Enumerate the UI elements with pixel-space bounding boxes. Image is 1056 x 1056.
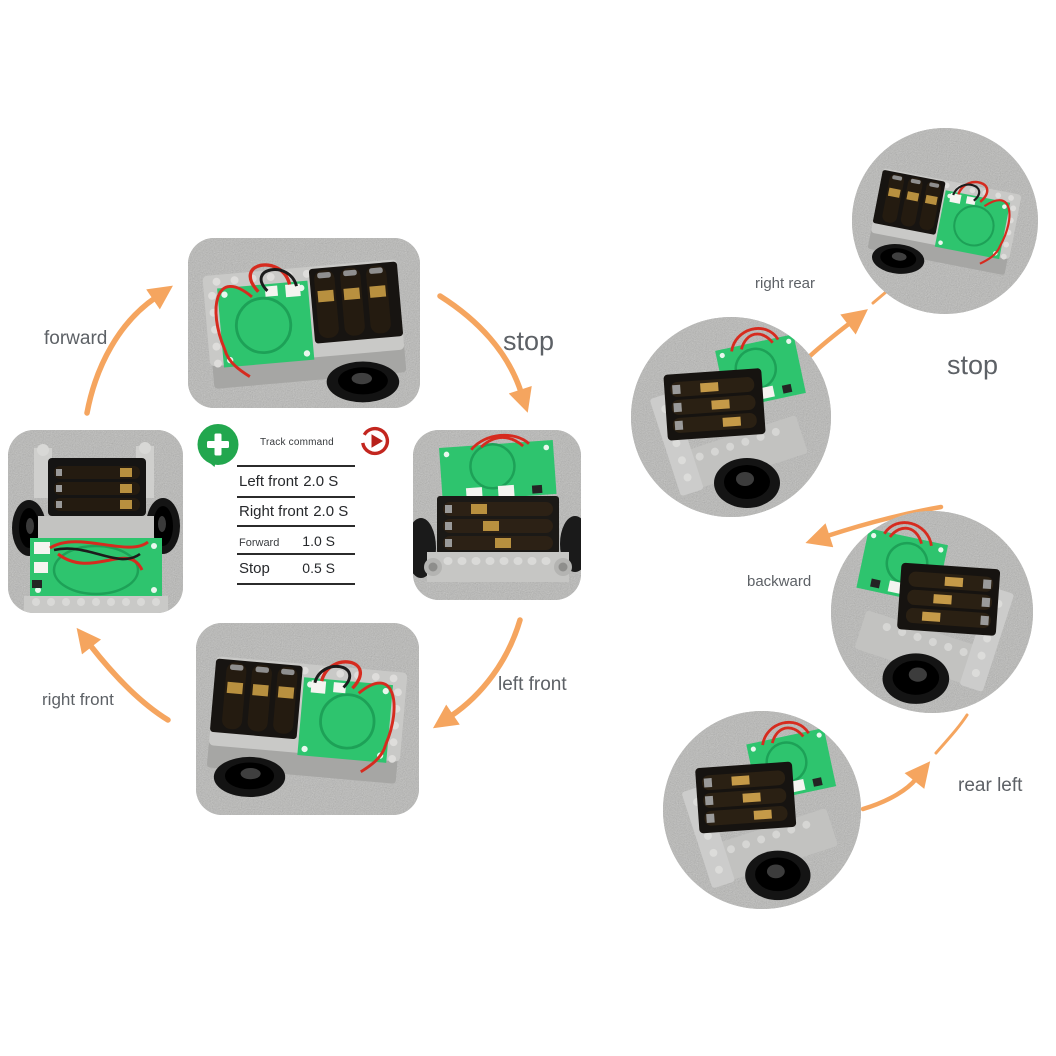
label-left-front: left front bbox=[498, 674, 567, 695]
divider bbox=[237, 553, 355, 555]
add-command-button[interactable] bbox=[195, 423, 241, 470]
label-forward: forward bbox=[44, 328, 108, 349]
robot-photo-circle-rear-left bbox=[663, 711, 861, 909]
robot-photo-circle-stop bbox=[831, 511, 1033, 713]
divider bbox=[237, 525, 355, 527]
run-track-button[interactable] bbox=[360, 426, 390, 456]
command-row[interactable]: Forward 1.0 S bbox=[239, 533, 355, 551]
arrow-rear-left-tail bbox=[934, 713, 969, 755]
command-panel-title: Track command bbox=[260, 437, 334, 448]
robot-photo-circle-right-rear bbox=[852, 128, 1038, 314]
command-label: Left front bbox=[239, 473, 299, 490]
command-value: 2.0 S bbox=[303, 473, 339, 490]
robot-photo-top-view bbox=[188, 238, 420, 408]
command-value: 2.0 S bbox=[313, 503, 349, 520]
label-right-rear: right rear bbox=[755, 275, 816, 292]
arrow-right-rear-tail bbox=[871, 290, 888, 305]
command-label: Stop bbox=[239, 560, 270, 577]
label-rear-left: rear left bbox=[958, 775, 1023, 796]
label-right-front: right front bbox=[42, 690, 114, 709]
arrow-forward bbox=[84, 285, 173, 416]
arrow-left-front bbox=[432, 617, 523, 729]
command-value: 0.5 S bbox=[302, 560, 335, 576]
plus-icon bbox=[197, 424, 239, 467]
robot-photo-rear-view bbox=[413, 430, 581, 600]
divider bbox=[237, 465, 355, 467]
divider bbox=[237, 583, 355, 585]
robot-photo-front-view bbox=[8, 430, 183, 613]
label-stop-right-cycle: stop bbox=[947, 350, 999, 380]
divider bbox=[237, 496, 355, 498]
label-backward: backward bbox=[747, 573, 812, 590]
command-label: Right front bbox=[239, 503, 309, 520]
play-icon bbox=[360, 426, 390, 456]
command-value: 1.0 S bbox=[302, 533, 335, 549]
robot-photo-top-view-mirrored bbox=[196, 623, 419, 815]
label-stop-left-cycle: stop bbox=[503, 326, 555, 356]
robot-photo-circle-backward bbox=[631, 317, 831, 517]
command-label: Forward bbox=[239, 537, 280, 549]
arrow-right-rear bbox=[807, 309, 868, 359]
command-row[interactable]: Stop 0.5 S bbox=[239, 560, 355, 578]
arrow-rear-left bbox=[860, 761, 931, 812]
